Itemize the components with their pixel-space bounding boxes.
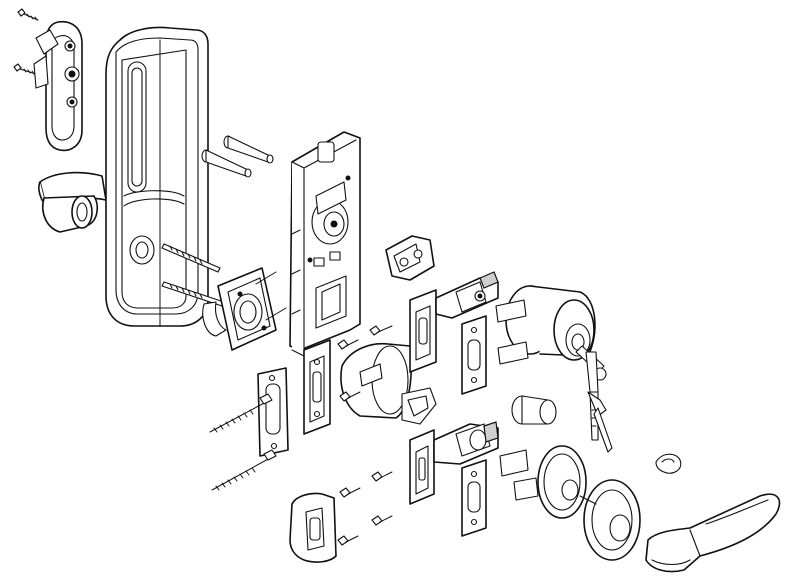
screw-icon [371,471,393,482]
screw-icon [337,339,359,350]
thumb-turn-icon [202,267,287,351]
screw-icon [339,391,361,402]
screw-icon [337,535,359,546]
cylinder-icon [495,285,596,365]
lever-icon [645,493,781,573]
tailpiece [511,395,557,425]
bolt-icon [201,149,252,178]
handle-icon [38,171,107,233]
escutcheon-plate-icon [105,26,209,327]
screw-icon [369,325,393,336]
screw-icon [13,63,37,75]
screw-icon [211,449,277,491]
screw-icon [17,8,39,21]
strike-plate-icon [257,367,289,457]
chassis-icon [289,131,361,357]
thumb-turn-bracket [33,20,83,152]
cam-bracket [385,235,435,281]
bolt-icon [161,243,221,273]
strike-plate-icon [303,339,331,435]
screw-icon [209,393,273,433]
deadbolt-icon [340,342,437,425]
bolt-icon [223,135,274,164]
strike-plate-icon [461,459,487,537]
strike-plate-icon [461,315,487,395]
screw-icon [339,487,361,498]
strike-plate-icon [289,492,337,563]
latch-icon [409,421,499,505]
key-icon [587,391,613,453]
screw-icon [371,515,393,526]
knob-rose [499,445,641,561]
deadbolt-icon [409,271,499,373]
retaining-clip [655,453,682,474]
